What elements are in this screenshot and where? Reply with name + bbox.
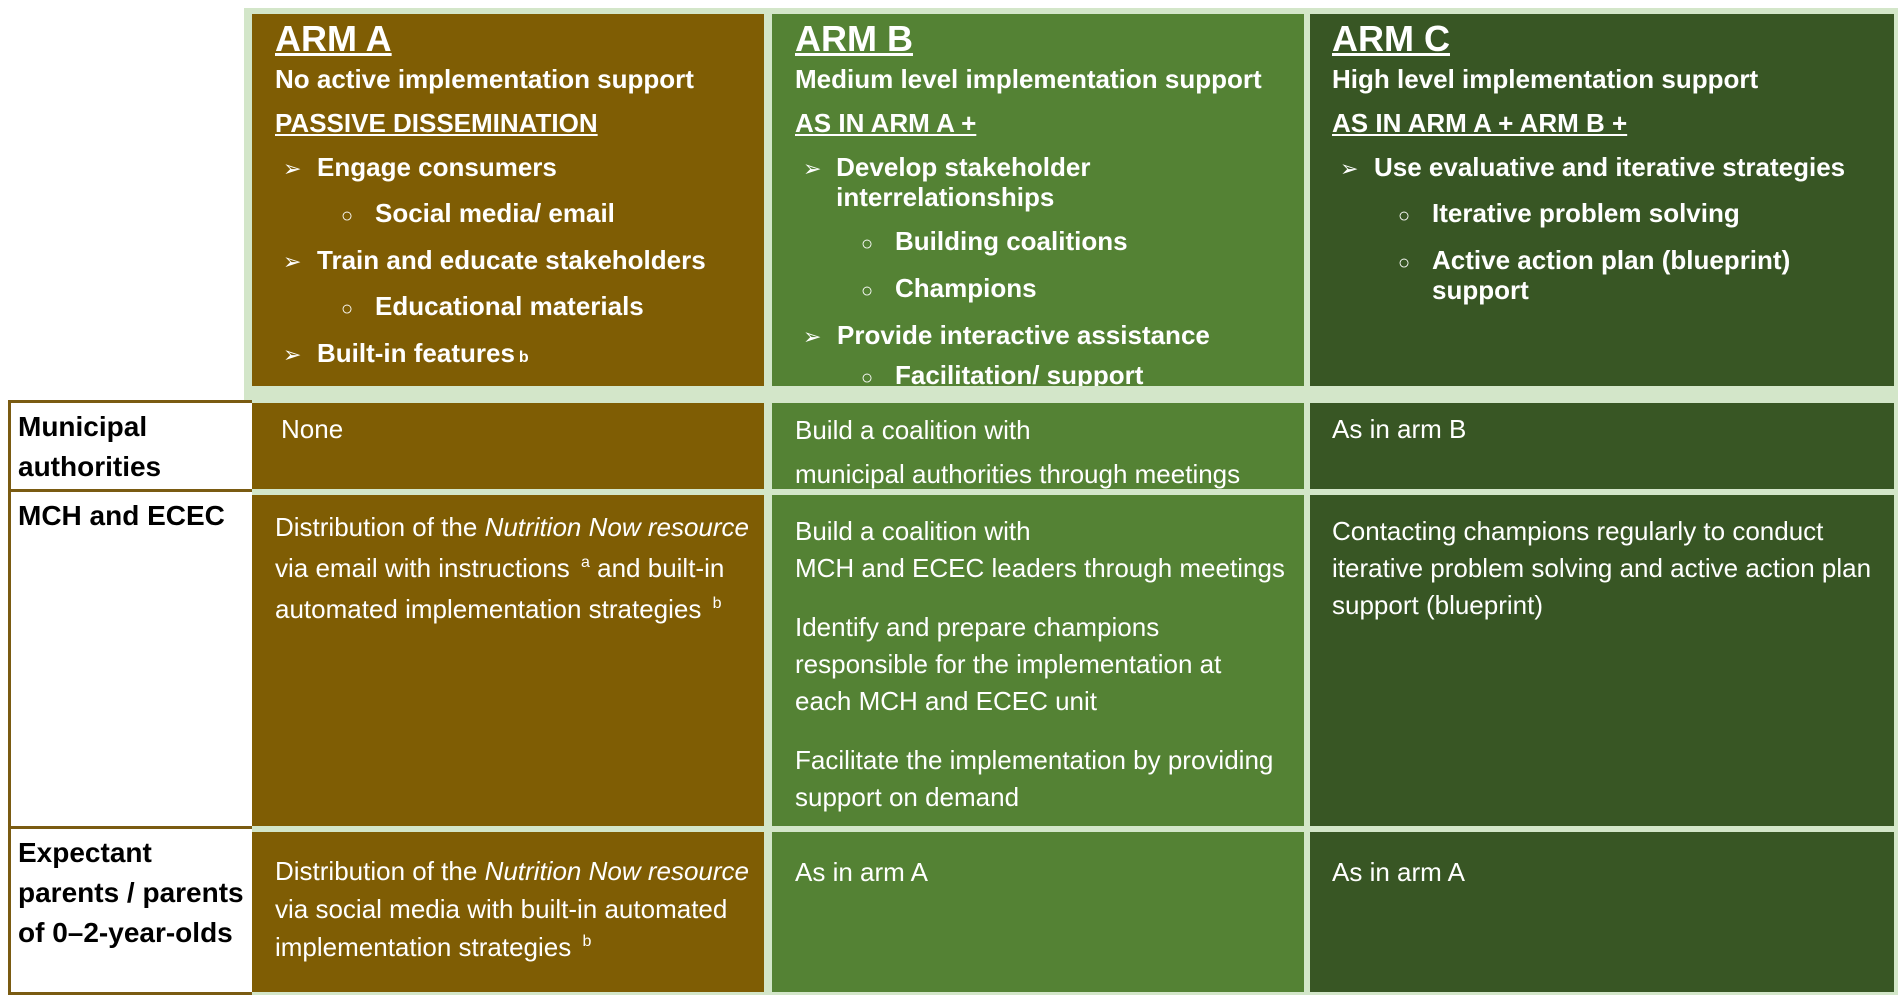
arm-a-substrategy-2: ○Educational materials — [341, 291, 764, 324]
arrow-bullet-icon: ➢ — [283, 156, 302, 181]
arm-c-basis: AS IN ARM A + ARM B + — [1332, 108, 1628, 138]
cell-mch-arm-c: Contacting champions regularly to conduc… — [1310, 495, 1894, 826]
arrow-bullet-icon: ➢ — [283, 342, 302, 367]
cell-mch-arm-b: Build a coalition with MCH and ECEC lead… — [772, 495, 1304, 826]
row-label-municipal: Municipal authorities — [8, 403, 252, 489]
cell-parents-arm-a: Distribution of the Nutrition Now resour… — [252, 832, 764, 992]
row-label-parents: Expectant parents / parents of 0–2-year-… — [8, 829, 252, 992]
arm-a-title: ARM A — [275, 18, 392, 59]
row-divider-bottom — [8, 992, 252, 995]
arm-c-level: High level implementation support — [1332, 64, 1759, 94]
arm-a-strategy-2: ➢Train and educate stakeholders — [283, 245, 706, 275]
arrow-bullet-icon: ➢ — [283, 249, 302, 274]
arrow-bullet-icon: ➢ — [1340, 156, 1359, 181]
cell-municipal-arm-c: As in arm B — [1310, 403, 1894, 489]
arm-b-strategy-1: ➢Develop stakeholder interrelationships — [803, 152, 1091, 212]
arm-b-substrategy-3: ○Facilitation/ support — [861, 360, 1304, 386]
circle-bullet-icon: ○ — [1398, 252, 1411, 274]
circle-bullet-icon: ○ — [861, 280, 874, 302]
circle-bullet-icon: ○ — [341, 205, 354, 227]
arrow-bullet-icon: ➢ — [803, 324, 822, 349]
circle-bullet-icon: ○ — [861, 233, 874, 255]
arm-c-substrategy-1: ○Iterative problem solving — [1398, 198, 1894, 231]
arm-b-header: ARM B Medium level implementation suppor… — [772, 14, 1304, 386]
arm-b-title: ARM B — [795, 18, 913, 59]
row-divider-top — [8, 400, 252, 403]
arm-c-header: ARM C High level implementation support … — [1310, 14, 1894, 386]
arm-b-basis: AS IN ARM A + — [795, 108, 977, 138]
arm-c-title: ARM C — [1332, 18, 1450, 59]
arm-a-strategy-1: ➢Engage consumers — [283, 152, 557, 182]
arm-b-strategy-2: ➢Provide interactive assistance — [803, 320, 1210, 350]
cell-parents-arm-b: As in arm A — [772, 832, 1304, 992]
cell-municipal-arm-a: None — [252, 403, 764, 489]
circle-bullet-icon: ○ — [341, 298, 354, 320]
circle-bullet-icon: ○ — [1398, 205, 1411, 227]
arm-c-substrategy-2: ○Active action plan (blueprint) support — [1398, 245, 1791, 305]
arm-a-substrategy-1: ○Social media/ email — [341, 198, 764, 231]
circle-bullet-icon: ○ — [861, 367, 874, 386]
arm-c-strategy-1: ➢Use evaluative and iterative strategies — [1340, 152, 1846, 182]
arm-a-basis: PASSIVE DISSEMINATION — [275, 108, 598, 138]
arm-a-header: ARM A No active implementation support P… — [252, 14, 764, 386]
row-label-mch-ecec: MCH and ECEC — [8, 492, 252, 828]
arm-a-level: No active implementation support — [275, 64, 694, 94]
arm-b-level: Medium level implementation support — [795, 64, 1262, 94]
arm-b-substrategy-1: ○Building coalitions — [861, 226, 1304, 259]
arm-b-substrategy-2: ○Champions — [861, 273, 1304, 306]
row-divider-2 — [8, 826, 252, 829]
cell-municipal-arm-b: Build a coalition with municipal authori… — [772, 403, 1304, 489]
parents-arm-a-text: Distribution of the Nutrition Now resour… — [275, 856, 749, 962]
cell-mch-arm-a: Distribution of the Nutrition Now resour… — [252, 495, 764, 826]
cell-parents-arm-c: As in arm A — [1310, 832, 1894, 992]
row-divider-1 — [8, 489, 252, 492]
mch-arm-a-text: Distribution of the Nutrition Now resour… — [275, 512, 749, 624]
arrow-bullet-icon: ➢ — [803, 156, 822, 181]
